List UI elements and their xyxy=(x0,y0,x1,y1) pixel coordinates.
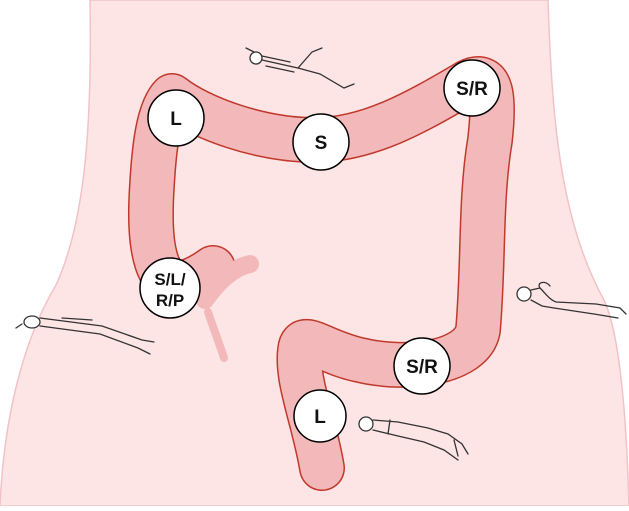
svg-text:L: L xyxy=(170,109,182,130)
marker-descending-lower: S/R xyxy=(394,338,450,394)
marker-sigmoid: L xyxy=(294,390,346,442)
svg-text:S/R: S/R xyxy=(456,79,488,100)
marker-transverse-mid: S xyxy=(293,114,349,170)
svg-text:S/L/: S/L/ xyxy=(154,270,185,289)
marker-cecum: S/L/ R/P xyxy=(140,258,200,318)
svg-text:S/R: S/R xyxy=(406,357,438,378)
svg-text:R/P: R/P xyxy=(156,291,184,310)
svg-text:L: L xyxy=(314,407,326,428)
svg-text:S: S xyxy=(315,133,328,154)
marker-splenic-flexure: S/R xyxy=(444,60,500,116)
marker-hepatic-flexure: L xyxy=(148,90,204,146)
